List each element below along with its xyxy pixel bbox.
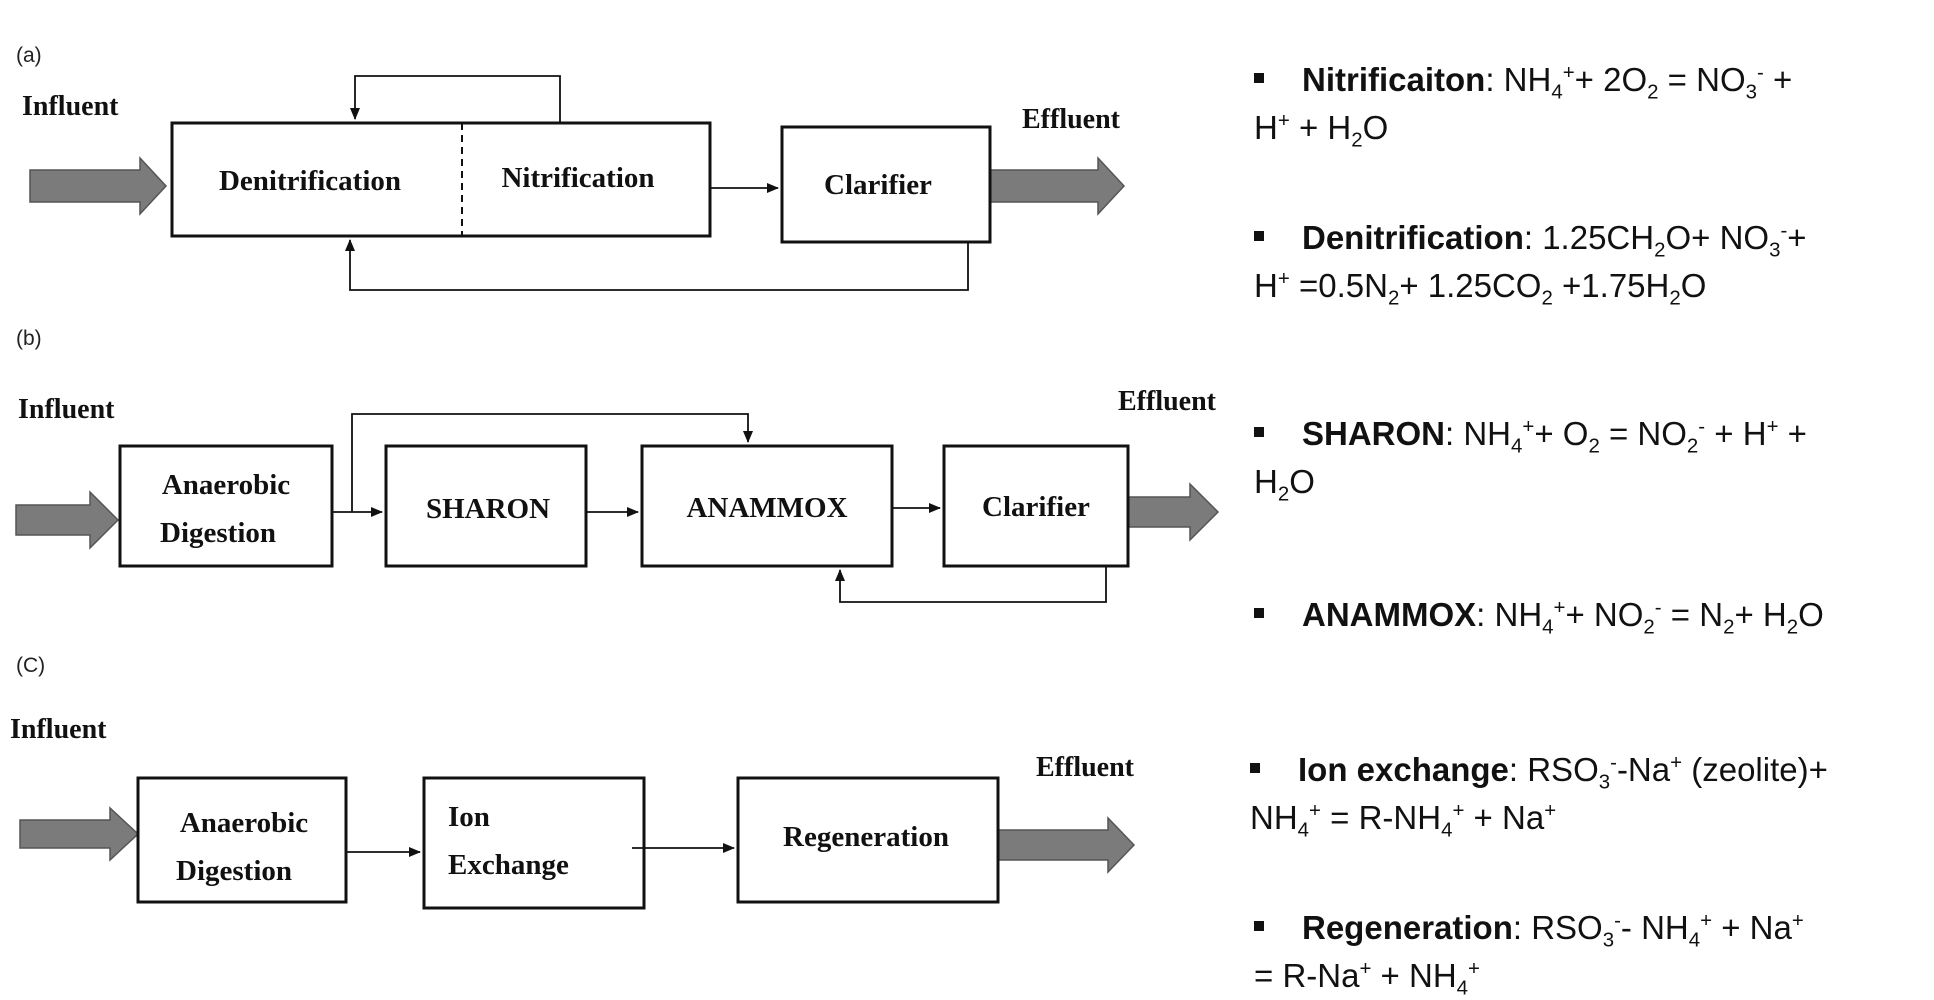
equation-regeneration: Regeneration: RSO3-- NH4+ + Na+ bbox=[1254, 904, 1934, 952]
panel-c-effluent-label: Effluent bbox=[1036, 752, 1135, 783]
panel-b-clarifier-box bbox=[942, 444, 1130, 568]
equation-regeneration-name: Regeneration bbox=[1302, 909, 1513, 946]
panel-c-ion-label-1: Ion bbox=[448, 801, 490, 833]
panel-c-effluent-arrow bbox=[997, 816, 1136, 874]
bullet-icon bbox=[1254, 73, 1264, 84]
panel-a-sludge-recycle bbox=[345, 239, 969, 291]
equation-anammox: ANAMMOX: NH4++ NO2- = N2+ H2O bbox=[1254, 591, 1934, 639]
equation-denitrification-name: Denitrification bbox=[1302, 219, 1524, 256]
panel-a-effluent-label: Effluent bbox=[1022, 104, 1121, 135]
panel-a-clarifier-box bbox=[780, 125, 992, 244]
panel-a-denitrification-label: Denitrification bbox=[219, 165, 401, 197]
panel-b-sludge-recycle bbox=[835, 566, 1107, 603]
equation-nitrification-name: Nitrificaiton bbox=[1302, 61, 1486, 98]
panel-b-anaerobic-label-1: Anaerobic bbox=[162, 469, 290, 501]
panel-c-ion-label-2: Exchange bbox=[448, 849, 569, 881]
panel-c-anaerobic-box bbox=[136, 776, 348, 904]
equation-sharon-name: SHARON bbox=[1302, 415, 1446, 452]
panel-a-label: (a) bbox=[16, 44, 42, 67]
panel-c-anaerobic-label-2: Digestion bbox=[176, 855, 292, 887]
panel-c-ion-exchange-box bbox=[422, 776, 646, 910]
panel-b-sharon-box bbox=[384, 444, 588, 568]
panel-c-regeneration-box bbox=[736, 776, 1000, 904]
equation-ion-exchange-name: Ion exchange bbox=[1298, 751, 1509, 788]
panel-c-label: (C) bbox=[16, 654, 45, 677]
bullet-icon bbox=[1254, 231, 1264, 242]
panel-a-influent-arrow bbox=[29, 156, 168, 216]
panel-a-nitrification-label: Nitrification bbox=[501, 162, 654, 194]
bullet-icon bbox=[1254, 608, 1264, 619]
equation-sharon: SHARON: NH4++ O2 = NO2- + H+ +H2O bbox=[1254, 415, 1807, 506]
bullet-icon bbox=[1250, 763, 1260, 774]
bullet-icon bbox=[1254, 427, 1264, 438]
panel-b-influent-label: Influent bbox=[18, 394, 115, 425]
panel-a-internal-recycle bbox=[350, 75, 561, 123]
panel-b-sharon-label: SHARON bbox=[426, 493, 550, 525]
panel-a-influent-label: Influent bbox=[22, 91, 119, 122]
panel-a-reactor-box bbox=[170, 121, 712, 238]
panel-b-effluent-label: Effluent bbox=[1118, 386, 1217, 417]
panel-c-regeneration-label: Regeneration bbox=[783, 821, 949, 853]
panel-b-effluent-arrow bbox=[1127, 482, 1220, 542]
panel-b-anammox-box bbox=[640, 444, 894, 568]
panel-c: (C) Influent Effluent Anaerobic Digestio… bbox=[10, 654, 1136, 910]
equation-nitrification: Nitrificaiton: NH4++ 2O2 = NO3- +H+ + H2… bbox=[1254, 61, 1793, 152]
panel-b-label: (b) bbox=[16, 327, 42, 350]
equation-denitrification: Denitrification: 1.25CH2O+ NO3-+H+ =0.5N… bbox=[1254, 219, 1807, 310]
panel-a-effluent-arrow bbox=[989, 156, 1126, 216]
bullet-icon bbox=[1254, 921, 1264, 932]
equation-anammox-name: ANAMMOX bbox=[1302, 596, 1477, 633]
panel-c-anaerobic-label-1: Anaerobic bbox=[180, 807, 308, 839]
equation-ion-exchange: Ion exchange: RSO3--Na+ (zeolite)+NH4+ =… bbox=[1250, 751, 1828, 842]
panel-a: (a) Influent Effluent Denitrification Ni… bbox=[16, 44, 1126, 291]
panel-b-anammox-label: ANAMMOX bbox=[686, 492, 847, 524]
panel-b-anaerobic-label-2: Digestion bbox=[160, 517, 276, 549]
panel-b-influent-arrow bbox=[15, 490, 120, 550]
panel-c-influent-arrow bbox=[19, 806, 140, 862]
panel-b-bypass-line bbox=[351, 413, 753, 512]
panel-c-influent-label: Influent bbox=[10, 714, 107, 745]
equation-regeneration-line-2: = R-Na+ + NH4+ bbox=[1254, 957, 1480, 1000]
panel-a-clarifier-label: Clarifier bbox=[824, 169, 932, 201]
panel-b: (b) Influent Effluent Anaerobic Digestio… bbox=[15, 327, 1220, 603]
panel-b-anaerobic-box bbox=[118, 444, 334, 568]
panel-b-clarifier-label: Clarifier bbox=[982, 491, 1090, 523]
